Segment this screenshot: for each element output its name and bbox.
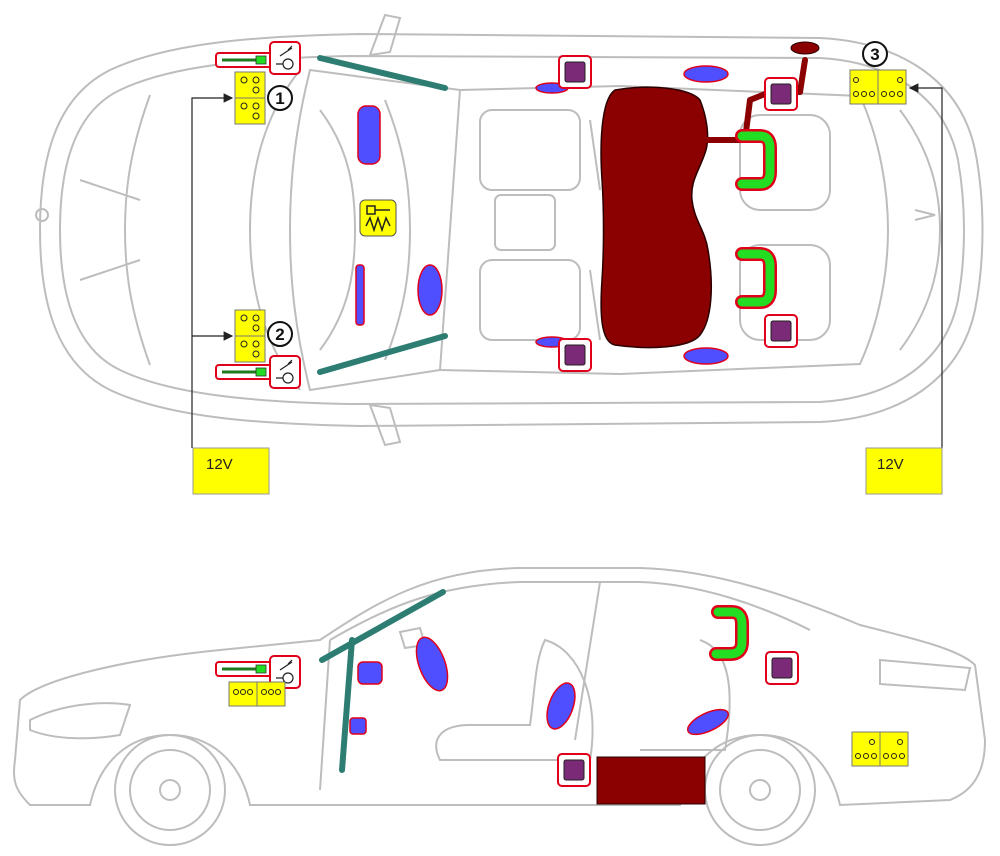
airbag-side-rear [686,708,730,736]
fuel-tank-side [596,756,706,805]
callout-3: 3 [862,41,888,67]
svg-text:2: 2 [275,325,284,344]
svg-text:12V: 12V [877,456,904,473]
crash-sensor-icon [764,314,798,348]
battery-icon [234,309,266,363]
airbag-passenger-knee [355,264,365,326]
fuel-filler-cap [790,41,820,55]
a-pillar-airbag-side [339,637,355,773]
top-body-inner [58,54,965,406]
callout-1: 1 [267,85,293,111]
curtain-airbag-top-lower [317,333,448,375]
svg-text:1: 1 [275,89,284,108]
fuel-tank-top [600,86,712,349]
crash-sensor-icon [557,753,591,787]
voltage-box-left: 12V [192,447,270,495]
airbag-rear-left [683,65,729,83]
airbag-control-unit-icon [359,199,397,237]
battery-connection-lines [191,83,943,448]
airbag-passenger-front [417,264,443,316]
side-view-car [12,567,987,846]
crash-sensor-icon [558,338,592,372]
svg-text:3: 3 [870,45,879,64]
hood-lifter-icon [215,41,301,75]
front-wheel [114,734,226,846]
airbag-side-seat [546,682,576,730]
crash-sensor-icon [764,77,798,111]
top-view-car [35,13,984,447]
voltage-box-right: 12V [865,447,943,495]
battery-icon [849,69,907,105]
battery-icon [228,681,286,707]
battery-icon [851,731,909,767]
curtain-airbag-side [319,589,446,663]
svg-text:12V: 12V [206,456,233,473]
airbag-driver-knee [357,105,381,165]
hood-lifter-icon [215,355,301,389]
crash-sensor-icon [765,651,799,685]
airbag-side-small [349,717,367,735]
rear-wheel [704,734,816,846]
airbag-side-knee [357,661,383,685]
top-body-outline [38,32,984,428]
callout-2: 2 [267,321,293,347]
battery-icon [234,71,266,125]
side-body-outline [12,567,987,807]
hood-lifter-icon [215,655,301,689]
airbag-rear-right [683,347,729,365]
airbag-side-front [415,636,449,692]
curtain-airbag-top-upper [317,55,448,91]
crash-sensor-icon [558,55,592,89]
